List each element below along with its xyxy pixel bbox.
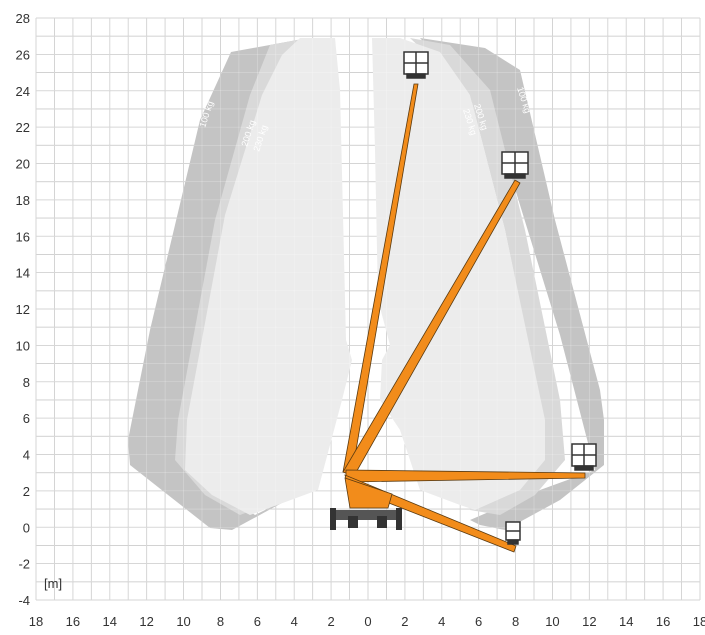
platform-top (403, 51, 429, 79)
left-load-zones (128, 38, 352, 530)
right-zone-100kg (420, 38, 604, 530)
right-load-zones (372, 38, 604, 530)
x-tick-label: 10 (176, 614, 190, 629)
x-axis-ticks: 18 16 14 12 10 8 6 4 2 0 2 4 6 8 10 12 14 16 18 (29, 614, 705, 629)
x-tick-label: 4 (291, 614, 298, 629)
x-tick-label: 14 (619, 614, 633, 629)
wheel-left-front (348, 516, 358, 528)
y-tick-label: 10 (16, 338, 30, 353)
x-tick-label: 12 (139, 614, 153, 629)
turret (344, 477, 393, 509)
y-tick-label: 12 (16, 302, 30, 317)
y-tick-label: 28 (16, 11, 30, 26)
x-tick-label: 18 (693, 614, 705, 629)
y-tick-label: 20 (16, 157, 30, 172)
right-zone-200kg (410, 38, 565, 515)
grid-overlay (35, 17, 701, 601)
right-zone-230kg (372, 38, 545, 510)
y-tick-label: 4 (23, 448, 30, 463)
y-tick-label: 24 (16, 84, 30, 99)
wheel-right (396, 508, 402, 530)
platform-upper-right (501, 151, 529, 179)
y-tick-label: 6 (23, 411, 30, 426)
y-tick-label: 26 (16, 47, 30, 62)
left-zone-230kg (185, 38, 352, 515)
x-tick-label: 2 (401, 614, 408, 629)
x-tick-label: 16 (66, 614, 80, 629)
y-tick-label: 8 (23, 375, 30, 390)
x-tick-label: 6 (254, 614, 261, 629)
y-tick-label: -4 (18, 593, 30, 608)
wheel-left (330, 508, 336, 530)
x-tick-label: 8 (217, 614, 224, 629)
y-tick-label: 16 (16, 229, 30, 244)
y-tick-label: 18 (16, 193, 30, 208)
x-tick-label: 10 (545, 614, 559, 629)
x-tick-label: 8 (512, 614, 519, 629)
platforms (403, 51, 597, 545)
wheel-right-front (377, 516, 387, 528)
y-tick-label: 14 (16, 266, 30, 281)
chassis (336, 510, 398, 520)
x-tick-label: 4 (438, 614, 445, 629)
vehicle-base (330, 477, 402, 530)
x-tick-label: 0 (364, 614, 371, 629)
x-tick-label: 14 (103, 614, 117, 629)
booms (342, 83, 586, 553)
x-tick-label: 18 (29, 614, 43, 629)
x-tick-label: 16 (656, 614, 670, 629)
x-tick-label: 2 (327, 614, 334, 629)
platform-low (505, 521, 521, 545)
y-tick-label: 22 (16, 120, 30, 135)
y-tick-label: -2 (18, 557, 30, 572)
y-tick-label: 2 (23, 484, 30, 499)
y-tick-label: 0 (23, 520, 30, 535)
x-tick-label: 6 (475, 614, 482, 629)
unit-label: [m] (44, 576, 62, 591)
x-tick-label: 12 (582, 614, 596, 629)
platform-right (571, 443, 597, 471)
